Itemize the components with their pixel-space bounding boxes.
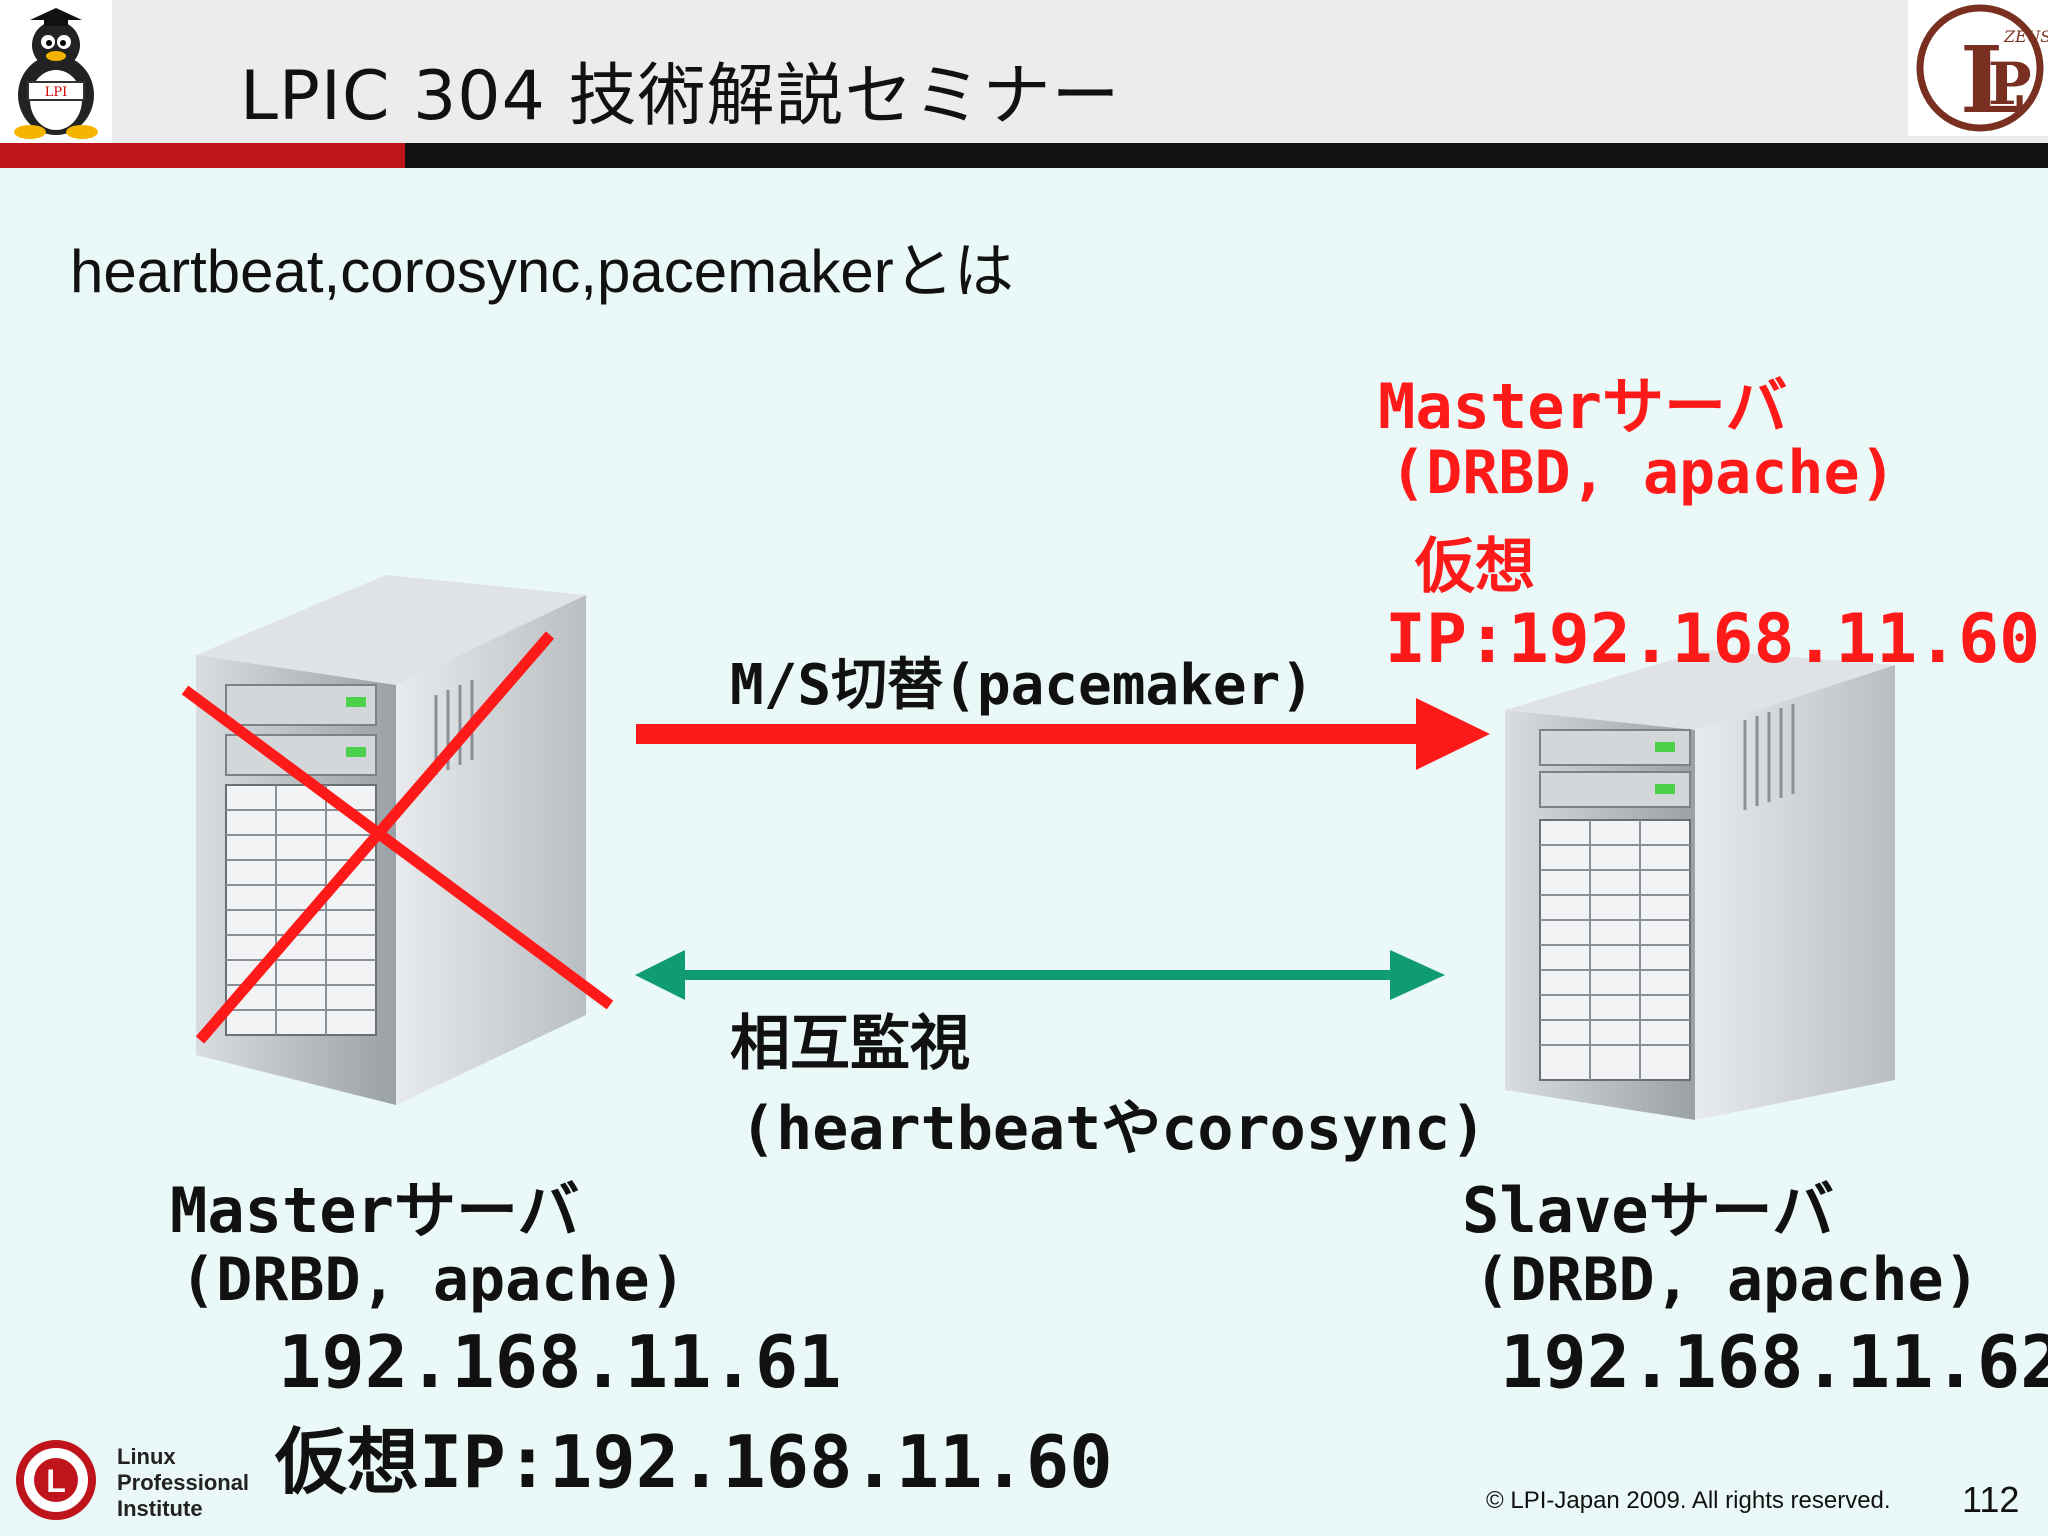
copyright: © LPI-Japan 2009. All rights reserved. <box>1486 1487 1891 1514</box>
master-title: Masterサーバ <box>170 1174 580 1247</box>
master-server-icon <box>196 575 586 1105</box>
slave-server-icon <box>1505 650 1895 1120</box>
new-master-services: (DRBD, apache) <box>1390 438 1896 508</box>
slave-services: (DRBD, apache) <box>1474 1245 1980 1315</box>
master-ip: 192.168.11.61 <box>278 1320 842 1404</box>
new-master-title: Masterサーバ <box>1378 370 1788 443</box>
new-master-virtual-label: 仮想 <box>1415 532 1535 602</box>
header-accent-black <box>405 143 2048 168</box>
new-master-ip: IP:192.168.11.60 <box>1385 600 2041 679</box>
monitor-title: 相互監視 <box>730 1009 970 1079</box>
master-virtual-ip: 仮想IP:192.168.11.60 <box>275 1420 1113 1504</box>
monitor-sub: (heartbeatやcorosync) <box>740 1094 1487 1164</box>
lpi-logo-text-1: Linux <box>117 1444 176 1469</box>
master-services: (DRBD, apache) <box>180 1245 686 1315</box>
svg-text:ZEUS: ZEUS <box>2003 27 2048 46</box>
header-bar <box>0 0 2048 143</box>
page-title: LPIC 304 技術解説セミナー <box>240 57 1121 136</box>
monitor-arrow <box>635 950 1445 1000</box>
slide-subtitle: heartbeat,corosync,pacemakerとは <box>70 238 1014 305</box>
failure-cross-icon <box>181 631 614 1044</box>
lpi-penguin-logo: LPI <box>0 0 112 143</box>
header-accent-red <box>0 143 405 168</box>
switch-label: M/S切替(pacemaker) <box>730 653 1315 718</box>
svg-text:L: L <box>46 1463 66 1499</box>
slave-ip: 192.168.11.62 <box>1500 1320 2048 1404</box>
switch-arrow <box>636 698 1490 770</box>
lpi-logo-text-2: Professional <box>117 1470 250 1495</box>
svg-text:LPI: LPI <box>45 85 68 100</box>
lpi-logo-text-3: Institute <box>117 1496 203 1521</box>
zeus-lp-logo: L P ZEUS <box>1908 0 2048 136</box>
slave-title: Slaveサーバ <box>1462 1174 1835 1247</box>
svg-text:P: P <box>1988 50 2032 118</box>
page-number: 112 <box>1962 1479 2020 1520</box>
lpi-footer-logo: L <box>16 1440 96 1520</box>
svg-text:L: L <box>1960 26 2025 134</box>
